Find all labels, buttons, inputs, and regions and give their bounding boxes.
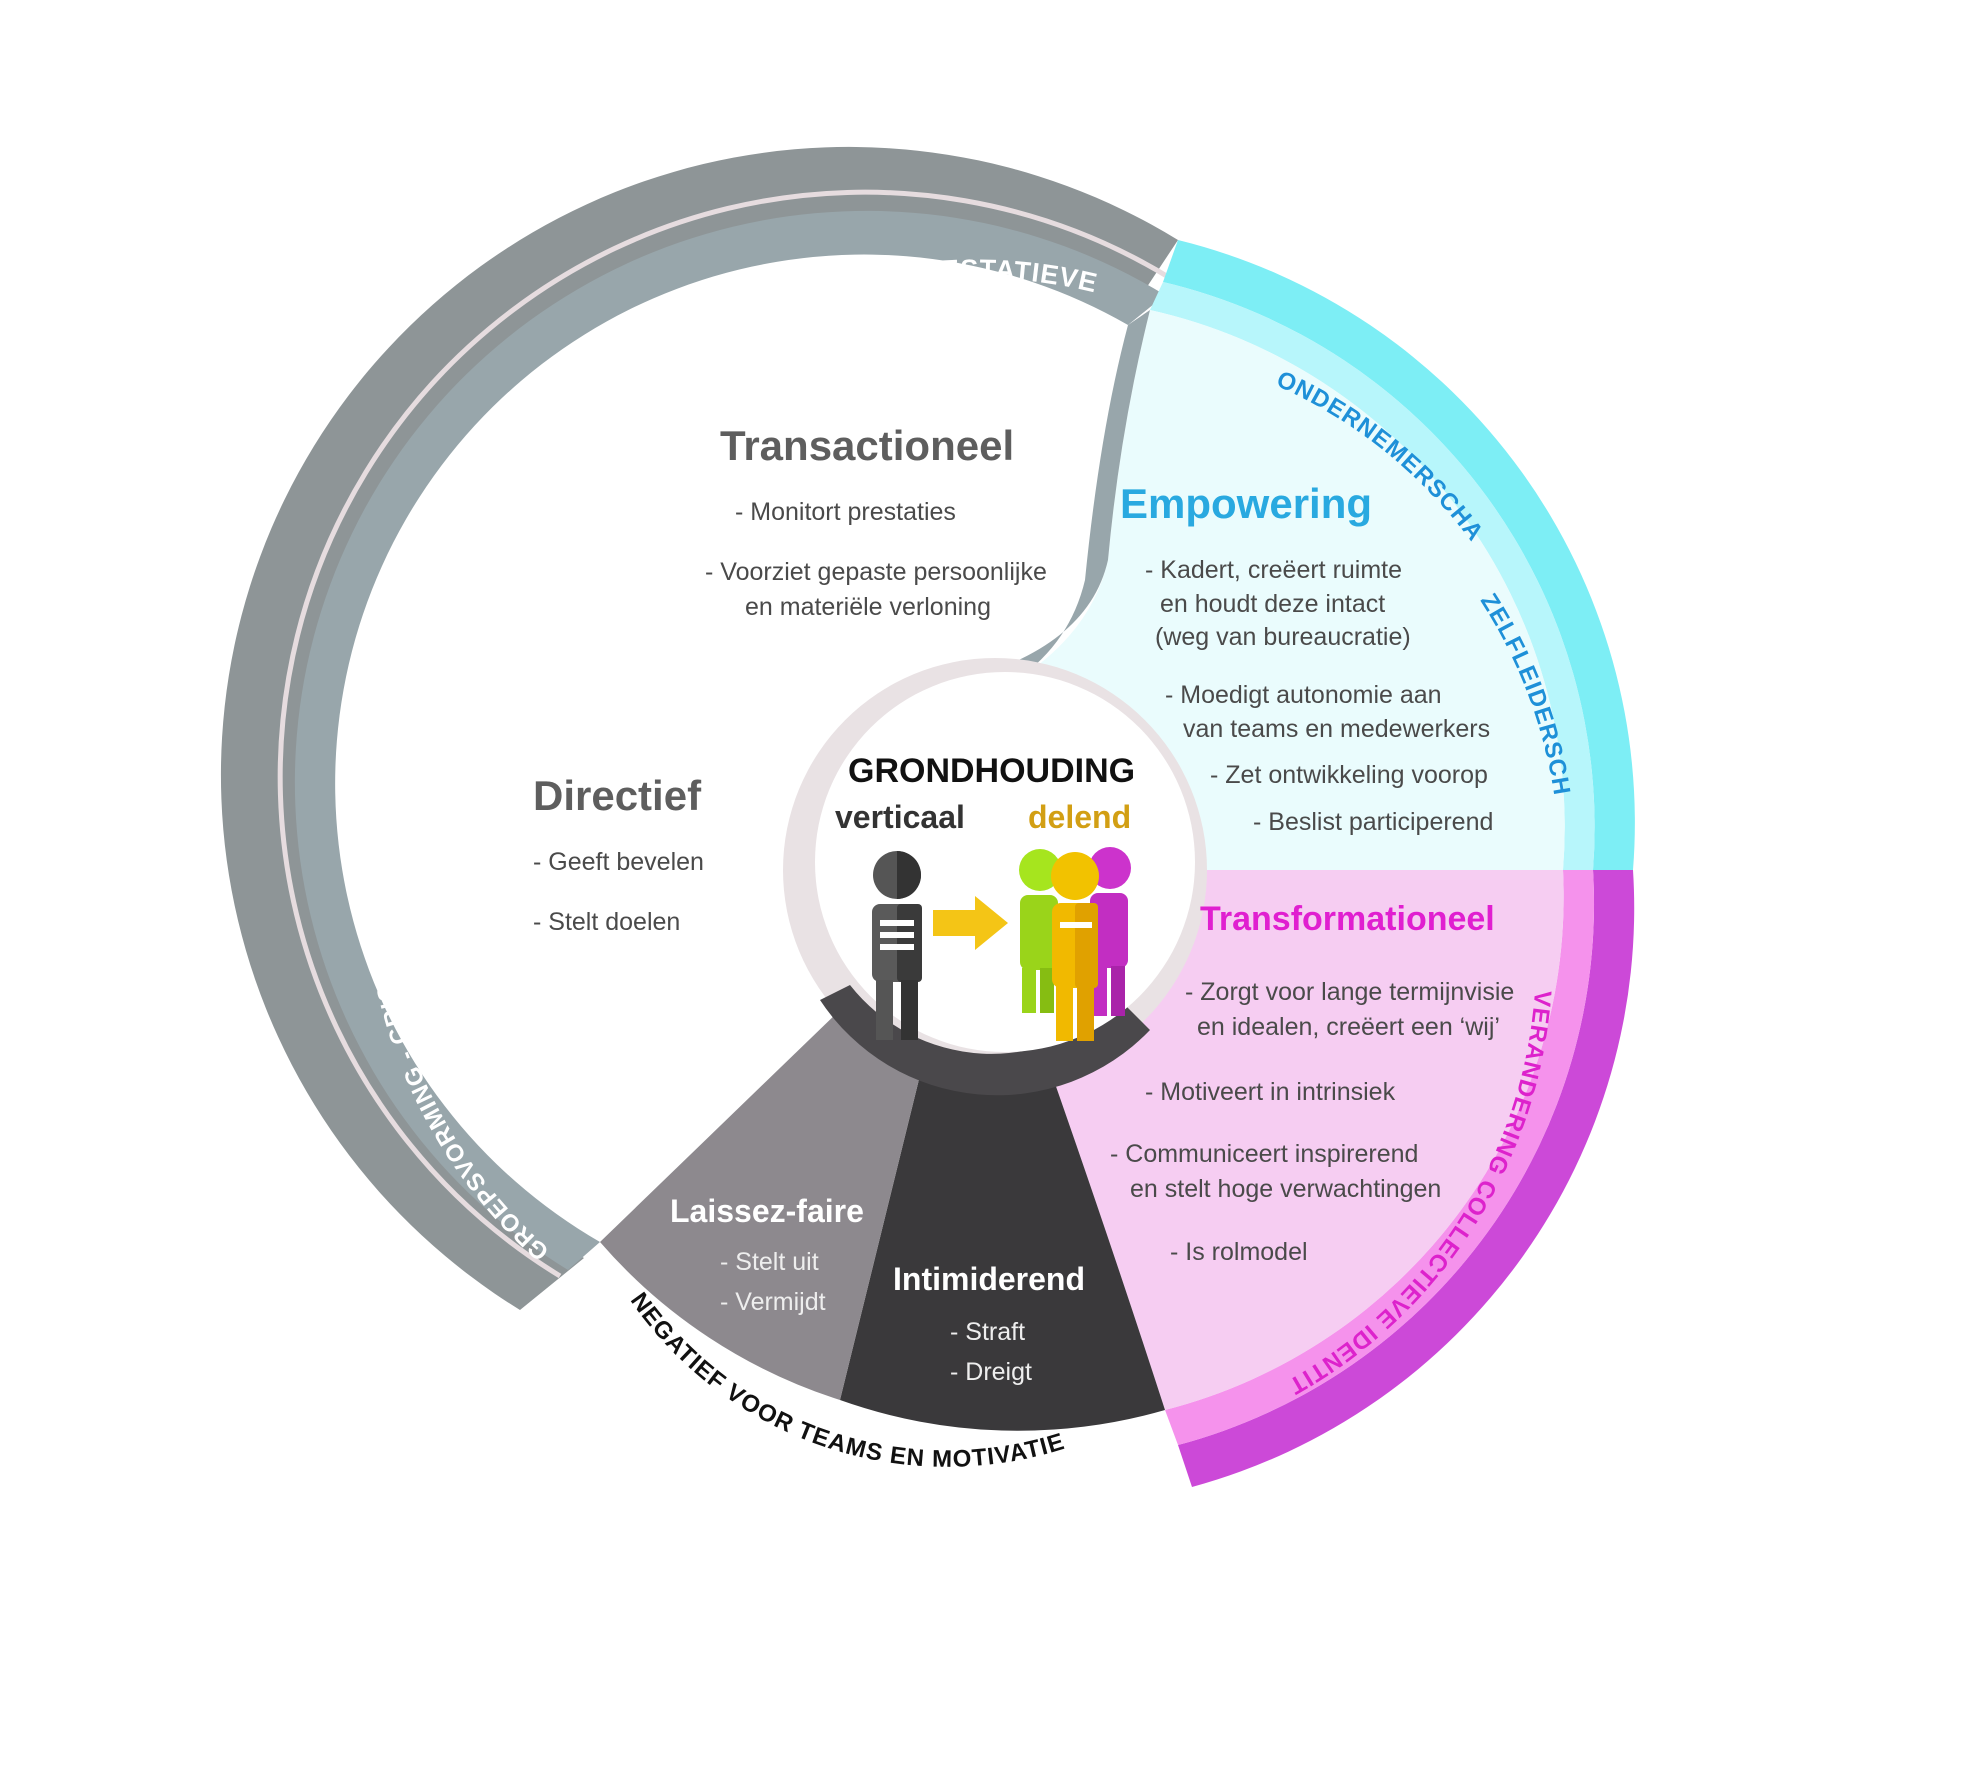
cyan-outer-ring xyxy=(1163,240,1635,870)
transformationeel-item-4: - Communiceert inspirerend xyxy=(1110,1140,1418,1168)
empowering-item-2: en houdt deze intact xyxy=(1160,590,1385,618)
transactioneel-item-1: - Monitort prestaties xyxy=(735,498,956,526)
empowering-item-4: - Moedigt autonomie aan xyxy=(1165,681,1442,709)
transformationeel-item-6: - Is rolmodel xyxy=(1170,1238,1308,1266)
directief-title: Directief xyxy=(533,772,702,819)
transformationeel-item-3: - Motiveert in intrinsiek xyxy=(1145,1078,1396,1106)
center-hub xyxy=(815,672,1195,1052)
empowering-item-7: - Beslist participerend xyxy=(1253,808,1493,836)
directief-item-1: - Geeft bevelen xyxy=(533,848,704,876)
intimiderend-sector xyxy=(840,1055,1165,1431)
empowering-item-3: (weg van bureaucratie) xyxy=(1155,623,1411,651)
transformationeel-item-1: - Zorgt voor lange termijnvisie xyxy=(1185,978,1514,1006)
magenta-inner-ring xyxy=(1165,870,1595,1445)
transformationeel-sector xyxy=(1045,870,1564,1410)
hub-left-label: verticaal xyxy=(835,799,965,835)
transformationeel-item-2: en idealen, creëert een ‘wij’ xyxy=(1197,1013,1500,1041)
intimiderend-title: Intimiderend xyxy=(893,1261,1085,1297)
swoosh-divider xyxy=(980,310,1150,690)
empowering-item-5: van teams en medewerkers xyxy=(1183,715,1490,743)
transactioneel-item-3: en materiële verloning xyxy=(745,593,991,621)
transactioneel-item-2: - Voorziet gepaste persoonlijke xyxy=(705,558,1047,586)
vertical-person-icon xyxy=(872,851,922,1040)
transformationeel-title: Transformationeel xyxy=(1200,900,1495,938)
intimiderend-item-2: - Dreigt xyxy=(950,1358,1032,1386)
hub-shadow-dark xyxy=(820,985,1150,1096)
empowering-item-6: - Zet ontwikkeling voorop xyxy=(1210,761,1488,789)
laissez-faire-title: Laissez-faire xyxy=(670,1193,864,1229)
laissez-faire-item-1: - Stelt uit xyxy=(720,1248,819,1276)
gray-separator xyxy=(277,189,1172,1279)
cyan-inner-ring xyxy=(1150,282,1595,870)
transactioneel-title: Transactioneel xyxy=(720,422,1014,469)
intimiderend-item-1: - Straft xyxy=(950,1318,1025,1346)
empowering-title: Empowering xyxy=(1120,480,1372,527)
transformationeel-item-5: en stelt hoge verwachtingen xyxy=(1130,1175,1441,1203)
group-people-icon xyxy=(1019,847,1131,1041)
hub-title: GRONDHOUDING xyxy=(848,752,1135,790)
directief-item-2: - Stelt doelen xyxy=(533,908,680,936)
laissez-faire-sector xyxy=(600,1010,925,1400)
laissez-faire-item-2: - Vermijdt xyxy=(720,1288,826,1316)
empowering-item-1: - Kadert, creëert ruimte xyxy=(1145,556,1402,584)
arrow-icon xyxy=(933,896,1008,950)
hub-right-label: delend xyxy=(1028,799,1131,835)
magenta-outer-ring xyxy=(1178,870,1635,1487)
